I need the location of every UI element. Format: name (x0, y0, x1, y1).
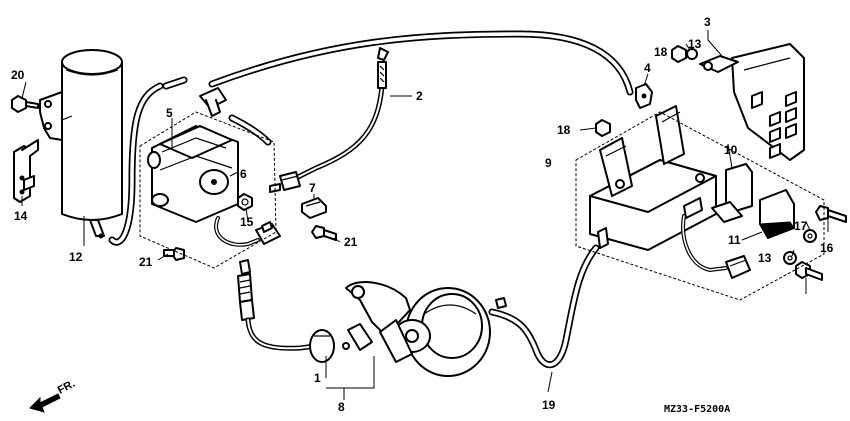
fasteners-right (783, 205, 847, 281)
callout-15: 15 (240, 215, 254, 229)
callout-13-bottom: 13 (758, 251, 772, 265)
callout-11: 11 (728, 233, 741, 247)
control-unit-wiring (681, 214, 751, 279)
canister-hoses (108, 76, 188, 246)
callout-19: 19 (542, 398, 556, 412)
callout-5: 5 (166, 106, 173, 120)
callout-13-top: 13 (688, 37, 702, 51)
callout-17: 16 (820, 241, 834, 255)
rubber-10 (711, 163, 753, 223)
valve-assembly-5 (147, 125, 250, 223)
callout-4: 4 (644, 61, 651, 75)
actuator-cable (237, 259, 350, 363)
nut-15 (237, 193, 253, 211)
callout-9: 9 (545, 156, 552, 170)
group-outlines (139, 111, 825, 301)
callout-18-middle: 18 (557, 123, 571, 137)
top-hose (208, 30, 634, 96)
callout-21-left: 21 (139, 255, 153, 269)
callout-1: 1 (314, 371, 321, 385)
callout-8: 8 (338, 400, 345, 414)
canister-bracket (39, 91, 73, 141)
hose-19 (488, 244, 600, 369)
mount-bracket-3 (699, 43, 805, 161)
callout-10: 10 (724, 143, 738, 157)
rubber-11 (759, 189, 795, 239)
callout-13-right: 17 (794, 219, 808, 233)
leader-lines (21, 30, 829, 400)
callout-3: 3 (704, 15, 711, 29)
bracket-14 (13, 139, 39, 203)
callout-21-middle: 21 (344, 235, 358, 249)
callout-18-top: 18 (654, 45, 668, 59)
callout-20: 20 (11, 68, 25, 82)
clip-4 (635, 83, 653, 109)
front-direction-arrow (29, 393, 61, 413)
throttle-cable-2 (269, 47, 389, 193)
bolt-21-middle (311, 225, 337, 241)
canister (61, 49, 123, 239)
bolt-20 (11, 95, 39, 113)
callout-12: 12 (69, 250, 83, 264)
callout-7: 7 (309, 181, 316, 195)
callout-2: 2 (416, 89, 423, 103)
front-direction-label: FR. (56, 378, 77, 397)
valve-wiring (214, 216, 281, 247)
callout-14: 14 (14, 209, 28, 223)
diagram-code: MZ33-F5200A (664, 404, 730, 415)
fasteners-top (595, 45, 698, 137)
actuator-body-8 (345, 281, 491, 377)
valve-6-fitting (199, 87, 272, 146)
callout-6: 6 (240, 167, 247, 181)
clamp-7 (301, 197, 327, 219)
